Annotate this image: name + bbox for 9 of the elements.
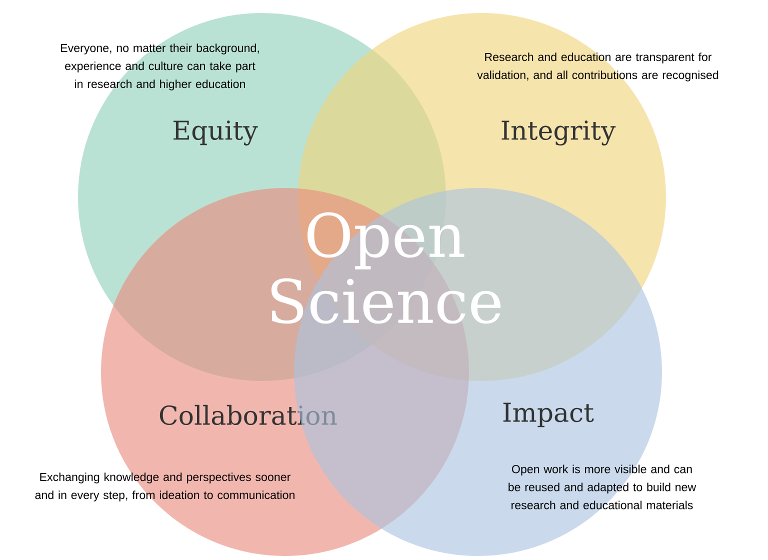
circle-title: Collaboration (160, 404, 337, 426)
center-title: Open Science (271, 212, 501, 324)
description: Open work is more visible and can be reused and adapted to build new research and educational materials (508, 464, 696, 510)
circle-title: Equity (174, 120, 258, 146)
circle-title: Impact (503, 402, 594, 428)
circle-title: Integrity (502, 120, 616, 146)
description: Everyone, no matter their background, experience and culture can take part in research and higher education (61, 44, 259, 90)
description: Research and education are transparent for validation, and all contributions are recognised (477, 52, 718, 82)
description: Exchanging knowledge and perspectives sooner and in every step, from ideation to communication (35, 472, 294, 502)
